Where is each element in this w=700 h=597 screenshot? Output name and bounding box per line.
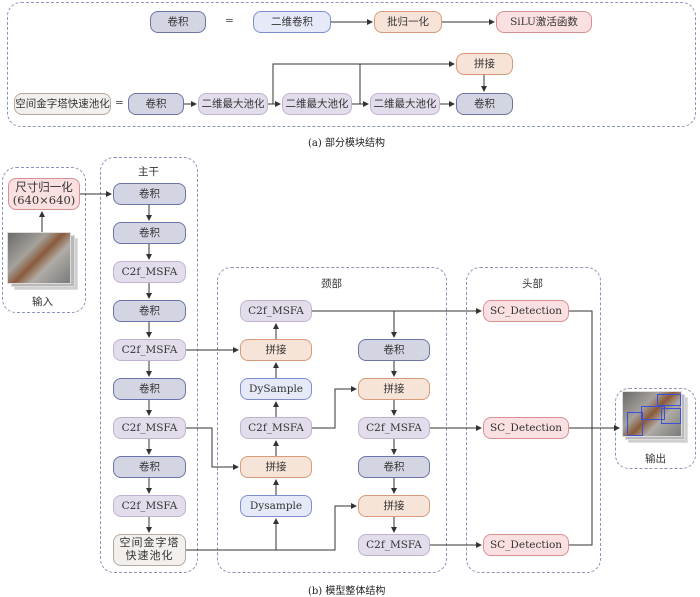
arrow-pool1-concat <box>272 61 455 104</box>
neck-right-concat-2: 拼接 <box>358 495 430 517</box>
neck-left-c2f-1: C2f_MSFA <box>240 300 312 322</box>
neck-title: 颈部 <box>321 278 342 290</box>
neck-left-concat-1: 拼接 <box>240 339 312 361</box>
sppf-concat: 拼接 <box>456 53 513 75</box>
backbone-conv-4: 卷积 <box>113 378 186 400</box>
backbone-conv-1: 卷积 <box>113 183 186 205</box>
equals-sign: = <box>225 15 234 27</box>
backbone-c2f-3: C2f_MSFA <box>113 417 186 439</box>
input-label: 输入 <box>32 296 53 308</box>
neck-left-dysample-2: Dysample <box>240 495 312 517</box>
silu-step: SiLU激活函数 <box>496 11 592 33</box>
part-a-caption: (a) 部分模块结构 <box>308 138 385 149</box>
backbone-c2f-4: C2f_MSFA <box>113 495 186 517</box>
detection-bbox <box>657 394 681 406</box>
backbone-c2f-2: C2f_MSFA <box>113 339 186 361</box>
head-title: 头部 <box>522 278 543 290</box>
equals-sign-2: = <box>115 97 124 109</box>
neck-left-concat-2: 拼接 <box>240 456 312 478</box>
maxpool-3: 二维最大池化 <box>370 93 440 115</box>
output-label: 输出 <box>645 453 666 465</box>
input-frame <box>2 167 86 313</box>
head-detect-2: SC_Detection <box>483 417 569 439</box>
neck-right-conv-2: 卷积 <box>358 456 430 478</box>
conv2d-step: 二维卷积 <box>253 11 331 33</box>
resize-block: 尺寸归一化 (640×640) <box>8 178 80 210</box>
resize-line1: 尺寸归一化 <box>15 179 73 194</box>
neck-frame <box>217 267 447 573</box>
neck-right-c2f-2: C2f_MSFA <box>358 534 430 556</box>
neck-right-conv-1: 卷积 <box>358 339 430 361</box>
backbone-title: 主干 <box>138 166 159 178</box>
line-sppf-out <box>186 503 357 551</box>
backbone-conv-3: 卷积 <box>113 300 186 322</box>
head-detect-3: SC_Detection <box>483 534 569 556</box>
neck-right-c2f-1: C2f_MSFA <box>358 417 430 439</box>
neck-left-c2f-2: C2f_MSFA <box>240 417 312 439</box>
backbone-conv-5: 卷积 <box>113 456 186 478</box>
detection-bbox <box>627 412 643 436</box>
output-image <box>622 391 682 437</box>
sppf-line1: 空间金字塔 <box>119 536 180 550</box>
resize-line2: (640×640) <box>12 193 76 207</box>
input-image <box>7 232 71 284</box>
conv-def-lhs: 卷积 <box>150 11 206 33</box>
sppf-conv-out: 卷积 <box>456 93 513 115</box>
sppf-def-lhs: 空间金字塔快速池化 <box>14 93 111 115</box>
head-frame <box>466 267 601 573</box>
arrow-bbc2f3-concat <box>186 427 239 470</box>
arrow-c2f2-rconcat1 <box>312 386 357 429</box>
neck-right-concat-1: 拼接 <box>358 378 430 400</box>
backbone-sppf: 空间金字塔 快速池化 <box>113 534 186 566</box>
maxpool-1: 二维最大池化 <box>198 93 268 115</box>
head-detect-1: SC_Detection <box>483 300 569 322</box>
batchnorm-step: 批归一化 <box>374 11 442 33</box>
detection-bbox <box>641 406 665 420</box>
backbone-c2f-1: C2f_MSFA <box>113 261 186 283</box>
part-b-caption: (b) 模型整体结构 <box>308 586 386 597</box>
detection-bbox <box>661 408 681 424</box>
neck-left-dysample-1: DySample <box>240 378 312 400</box>
sppf-line2: 快速池化 <box>125 549 174 562</box>
sppf-conv-in: 卷积 <box>128 93 184 115</box>
backbone-conv-2: 卷积 <box>113 222 186 244</box>
maxpool-2: 二维最大池化 <box>282 93 352 115</box>
part-a-frame <box>7 2 696 127</box>
backbone-frame <box>100 157 198 573</box>
